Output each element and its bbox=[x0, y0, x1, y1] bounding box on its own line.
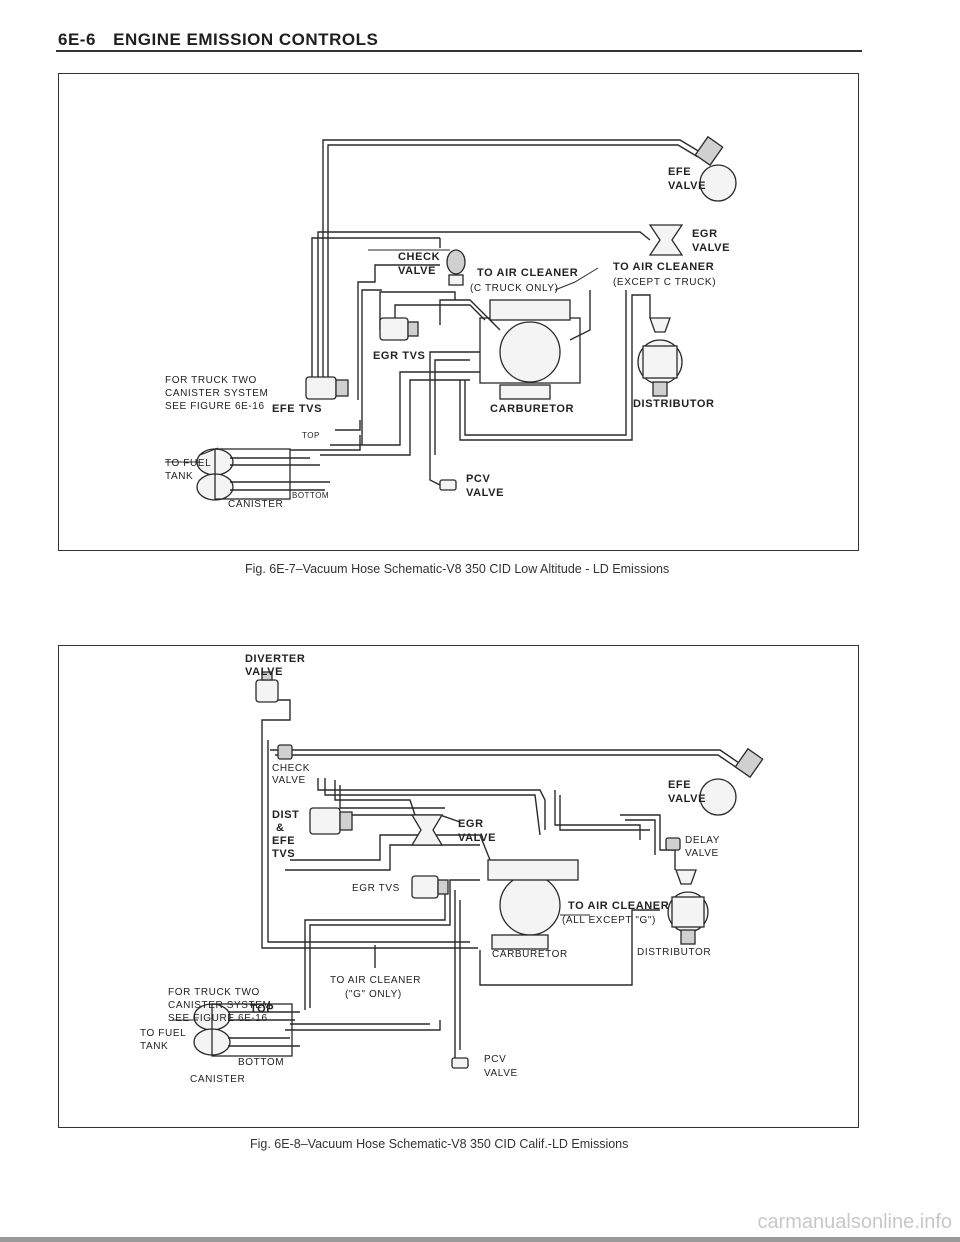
figure-2-dist-efe-tvs bbox=[309, 807, 353, 835]
figure-1-label-egr: EGR bbox=[692, 228, 718, 240]
figure-2-label-egr-tvs: EGR TVS bbox=[352, 883, 400, 894]
figure-2-label-diverter-valve: VALVE bbox=[245, 666, 283, 678]
watermark: carmanualsonline.info bbox=[757, 1211, 952, 1233]
figure-2-label-canister: CANISTER bbox=[190, 1074, 245, 1085]
page-header: 6E-6 ENGINE EMISSION CONTROLS bbox=[58, 30, 378, 50]
figure-2-delay-valve bbox=[665, 837, 681, 851]
figure-2-egr-valve bbox=[410, 814, 444, 846]
figure-1-egr-valve bbox=[648, 224, 684, 256]
figure-1-frame bbox=[58, 73, 859, 551]
figure-2-label-truck-note-3: SEE FIGURE 6E-16 bbox=[168, 1013, 268, 1024]
figure-1-carburetor bbox=[479, 299, 581, 400]
figure-1-label-canister: CANISTER bbox=[228, 499, 283, 510]
figure-2-label-dist: DIST bbox=[272, 809, 299, 821]
figure-2-egr-tvs bbox=[411, 875, 449, 899]
figure-2-pcv-valve bbox=[451, 1057, 469, 1069]
figure-2-label-all-except-g: (ALL EXCEPT "G") bbox=[562, 915, 656, 926]
figure-1-leader-fuel bbox=[199, 447, 219, 456]
figure-1-label-check: CHECK bbox=[398, 251, 440, 263]
figure-1-egr-tvs bbox=[379, 317, 419, 341]
figure-1-leader-air-cleaner bbox=[554, 267, 599, 291]
figure-2-label-carburetor: CARBURETOR bbox=[492, 949, 568, 960]
figure-2-label-egr: EGR bbox=[458, 818, 484, 830]
figure-2-label-egr-valve: VALVE bbox=[458, 832, 496, 844]
figure-1-label-truck-note-1: FOR TRUCK TWO bbox=[165, 375, 257, 386]
figure-2-carburetor bbox=[487, 859, 579, 950]
figure-2-efe-valve bbox=[699, 747, 764, 816]
figure-2-label-air-cleaner-all: TO AIR CLEANER bbox=[568, 900, 669, 912]
figure-1-label-check-valve: VALVE bbox=[398, 265, 436, 277]
figure-2-label-efe: EFE bbox=[668, 779, 691, 791]
figure-2-label-truck-note-2: CANISTER SYSTEM bbox=[168, 1000, 271, 1011]
figure-2-label-delay-valve: VALVE bbox=[685, 848, 719, 859]
figure-1-label-truck-note-2: CANISTER SYSTEM bbox=[165, 388, 268, 399]
figure-1-label-to-fuel: TO FUEL bbox=[165, 458, 211, 469]
figure-2-label-delay: DELAY bbox=[685, 835, 720, 846]
figure-2-diverter-valve bbox=[255, 671, 279, 703]
figure-1-hoses bbox=[311, 139, 701, 486]
figure-2-label-tank: TANK bbox=[140, 1041, 168, 1052]
figure-1-label-air-cleaner-c: TO AIR CLEANER bbox=[477, 267, 578, 279]
figure-2-label-distributor: DISTRIBUTOR bbox=[637, 947, 711, 958]
page-section-title: ENGINE EMISSION CONTROLS bbox=[113, 30, 379, 49]
figure-2-frame bbox=[58, 645, 859, 1128]
figure-1-label-egr-valve: VALVE bbox=[692, 242, 730, 254]
figure-2-label-efe-valve: VALVE bbox=[668, 793, 706, 805]
figure-1-caption: Fig. 6E-7–Vacuum Hose Schematic-V8 350 C… bbox=[245, 562, 670, 576]
figure-2-hoses bbox=[261, 699, 743, 1066]
figure-1-label-c-truck-only: (C TRUCK ONLY) bbox=[470, 283, 559, 294]
figure-1-label-pcv-valve: VALVE bbox=[466, 487, 504, 499]
figure-1-pcv-valve bbox=[439, 479, 457, 491]
figure-1-label-tank: TANK bbox=[165, 471, 193, 482]
figure-1-label-carburetor: CARBURETOR bbox=[490, 403, 574, 415]
figure-1-label-air-cleaner-exc: TO AIR CLEANER bbox=[613, 261, 714, 273]
figure-1-canister bbox=[165, 435, 361, 501]
figure-1-label-except-c-truck: (EXCEPT C TRUCK) bbox=[613, 277, 716, 288]
page-edge-shadow bbox=[0, 1237, 960, 1242]
figure-1-label-bottom: BOTTOM bbox=[292, 491, 329, 500]
figure-1-efe-valve bbox=[694, 135, 737, 202]
figure-2-label-bottom: BOTTOM bbox=[238, 1057, 284, 1068]
figure-2-check-valve bbox=[277, 744, 293, 760]
figure-1-label-egr-tvs: EGR TVS bbox=[373, 350, 426, 362]
figure-2-label-dist-efe: EFE bbox=[272, 835, 295, 847]
figure-2-label-dist-tvs: TVS bbox=[272, 848, 295, 860]
figure-2-label-g-only: ("G" ONLY) bbox=[345, 989, 402, 1000]
page-number: 6E-6 bbox=[58, 30, 96, 49]
figure-2-label-pcv-valve: VALVE bbox=[484, 1068, 518, 1079]
figure-1-label-truck-note-3: SEE FIGURE 6E-16 bbox=[165, 401, 265, 412]
figure-1-label-pcv: PCV bbox=[466, 473, 490, 485]
figure-2-label-dist-amp: & bbox=[276, 822, 285, 834]
figure-1-label-top: TOP bbox=[302, 431, 320, 440]
figure-1-check-valve bbox=[446, 249, 466, 286]
figure-1-label-distributor: DISTRIBUTOR bbox=[633, 398, 715, 410]
figure-2-label-check: CHECK bbox=[272, 763, 310, 774]
header-rule bbox=[56, 50, 862, 52]
figure-2-label-diverter: DIVERTER bbox=[245, 653, 305, 665]
figure-2-canister bbox=[172, 1003, 300, 1057]
figure-1-label-efe-tvs: EFE TVS bbox=[272, 403, 322, 415]
figure-1-efe-tvs bbox=[305, 376, 349, 400]
figure-2-caption: Fig. 6E-8–Vacuum Hose Schematic-V8 350 C… bbox=[250, 1137, 629, 1151]
figure-2-label-truck-note-1: FOR TRUCK TWO bbox=[168, 987, 260, 998]
figure-2-label-check-valve: VALVE bbox=[272, 775, 306, 786]
figure-2-label-air-cleaner-g: TO AIR CLEANER bbox=[330, 975, 421, 986]
figure-2-label-to-fuel: TO FUEL bbox=[140, 1028, 186, 1039]
figure-2-label-top: TOP bbox=[250, 1003, 274, 1015]
figure-2-distributor bbox=[667, 869, 709, 945]
figure-1-label-efe: EFE bbox=[668, 166, 691, 178]
figure-1-distributor bbox=[637, 317, 683, 397]
figure-1-label-efe-valve: VALVE bbox=[668, 180, 706, 192]
figure-2-label-pcv: PCV bbox=[484, 1054, 506, 1065]
